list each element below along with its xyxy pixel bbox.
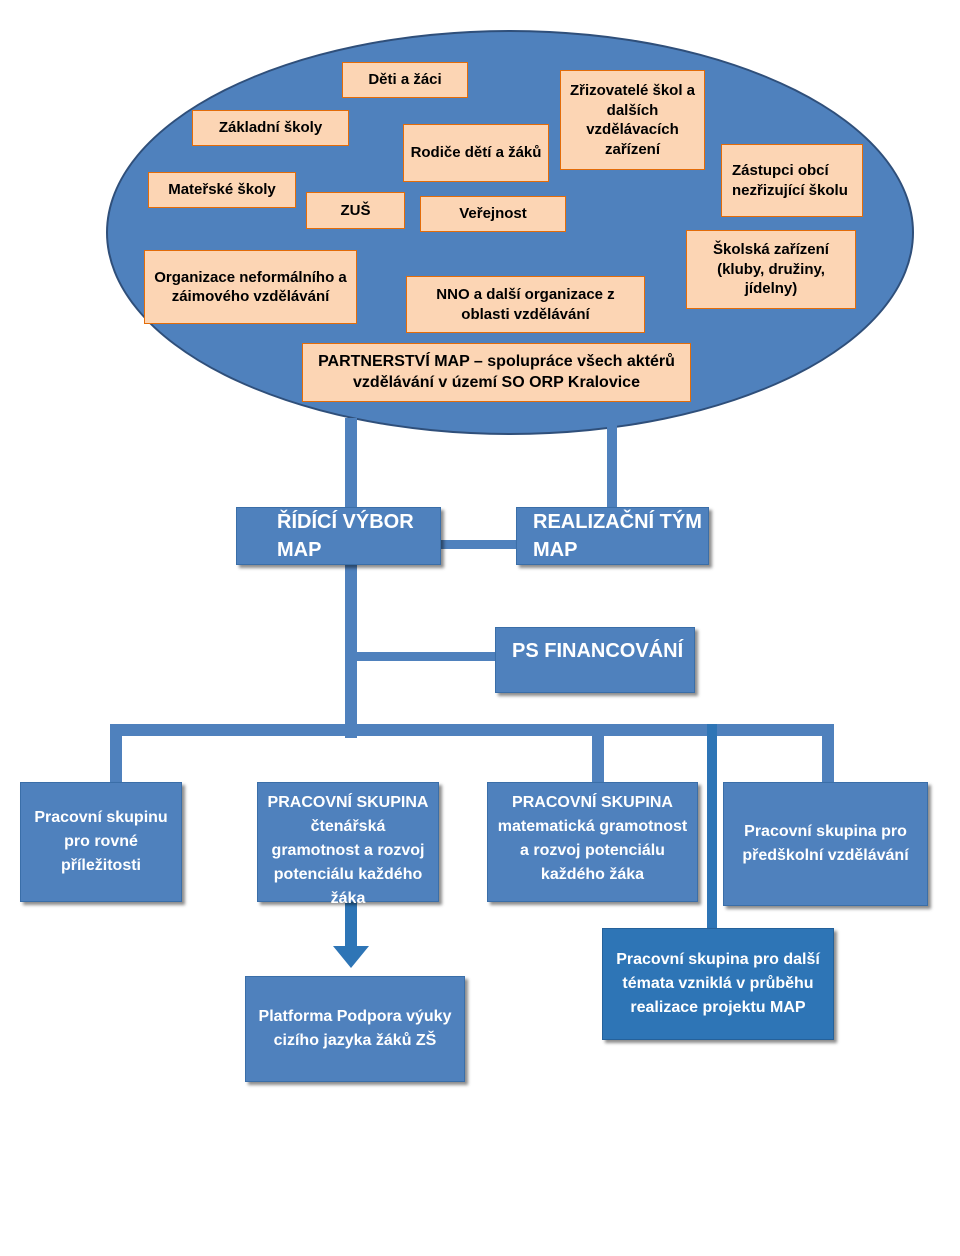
platforma-arrow-shaft	[345, 902, 357, 950]
stakeholder-materske-skoly: Mateřské školy	[148, 172, 296, 208]
ps-matematicka-gramotnost: PRACOVNÍ SKUPINA matematická gramotnost …	[487, 782, 698, 902]
working-groups-bus	[110, 724, 832, 736]
stakeholder-zrizovatele: Zřizovatelé škol a dalších vzdělávacích …	[560, 70, 705, 170]
vybor-tym-connector	[440, 540, 516, 549]
stakeholder-rodice: Rodiče dětí a žáků	[403, 124, 549, 182]
main-vertical-connector	[345, 418, 357, 738]
ridici-vybor-box: ŘÍDÍCÍ VÝBOR MAP	[236, 507, 441, 565]
ps-dalsi-temata: Pracovní skupina pro další témata vznikl…	[602, 928, 834, 1040]
ps-rovne-prilezitosti: Pracovní skupinu pro rovné příležitosti	[20, 782, 182, 902]
platforma-arrow-head	[333, 946, 369, 968]
stakeholder-nno: NNO a další organizace z oblasti vzděláv…	[406, 276, 645, 333]
stakeholder-zastupci-obci: Zástupci obcí nezřizující školu	[721, 144, 863, 217]
platforma-cizi-jazyk: Platforma Podpora výuky cizího jazyka žá…	[245, 976, 465, 1082]
stakeholder-zakladni-skoly: Základní školy	[192, 110, 349, 146]
stakeholder-verejnost: Veřejnost	[420, 196, 566, 232]
ps-predskolni: Pracovní skupina pro předškolní vzdělává…	[723, 782, 928, 906]
ps-financovani-box: PS FINANCOVÁNÍ	[495, 627, 695, 693]
realizacni-tym-box: REALIZAČNÍ TÝM MAP	[516, 507, 709, 565]
drop-matematicka	[592, 724, 604, 782]
stakeholder-skolska-zarizeni: Školská zařízení (kluby, družiny, jídeln…	[686, 230, 856, 309]
drop-dalsi-temata	[707, 724, 717, 930]
stakeholder-organizace-neformalniho: Organizace neformálního a záimového vzdě…	[144, 250, 357, 324]
drop-predskolni	[822, 724, 834, 782]
stakeholder-zus: ZUŠ	[306, 192, 405, 229]
realizacni-tym-connector	[607, 422, 617, 508]
drop-rovne	[110, 724, 122, 782]
ps-ctenarska-gramotnost: PRACOVNÍ SKUPINA čtenářská gramotnost a …	[257, 782, 439, 907]
ps-financovani-connector	[357, 652, 495, 661]
stakeholder-deti-a-zaci: Děti a žáci	[342, 62, 468, 98]
partnerstvi-map-box: PARTNERSTVÍ MAP – spolupráce všech aktér…	[302, 343, 691, 402]
